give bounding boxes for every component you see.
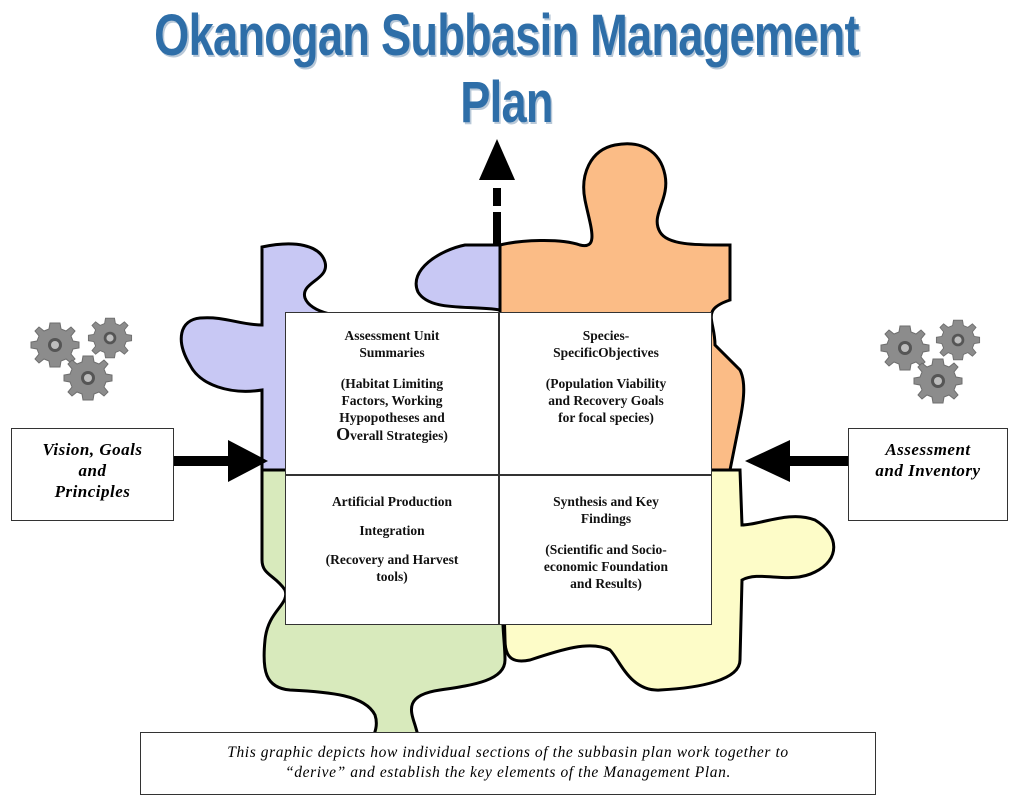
arrow-up-icon: [479, 139, 515, 244]
heading-line: Findings: [580, 511, 632, 526]
body-line: Factors, Working: [341, 393, 443, 408]
gear-cluster-left-icon: [30, 317, 133, 401]
box-line: Assessment: [885, 440, 971, 459]
heading-line: SpecificObjectives: [553, 345, 659, 360]
body-line: and Results): [570, 576, 642, 591]
body-line: for focal species): [558, 410, 654, 425]
drop-letter: O: [336, 424, 351, 444]
heading-line: Synthesis and Key: [553, 494, 659, 509]
body-text: verall Strategies): [350, 428, 448, 443]
assessment-inventory-box: Assessment and Inventory: [848, 428, 1008, 521]
body-line: (Habitat Limiting: [340, 376, 444, 391]
arrow-right-icon: [172, 440, 268, 482]
body-line: and Recovery Goals: [548, 393, 664, 408]
vision-goals-box: Vision, Goals and Principles: [11, 428, 174, 521]
heading-line: Summaries: [359, 345, 425, 360]
heading-line: Species-: [582, 328, 630, 343]
page-title: Okanogan Subbasin Management Plan: [154, 3, 859, 135]
box-line: Vision, Goals: [42, 440, 143, 459]
body-line: Overall Strategies): [294, 424, 490, 444]
caption-line: This graphic depicts how individual sect…: [227, 744, 789, 761]
gear-cluster-right-icon: [880, 319, 981, 404]
box-line: and Inventory: [875, 461, 981, 480]
body-line: Hypopotheses and: [339, 410, 445, 425]
body-line: (Population Viability: [545, 376, 667, 391]
caption-line: “derive” and establish the key elements …: [285, 764, 731, 781]
heading-line: Integration: [359, 523, 425, 538]
heading-line: Artificial Production: [331, 494, 453, 509]
quadrant-artificial-production: Artificial Production Integration (Recov…: [286, 493, 498, 585]
divider-vertical: [498, 313, 500, 624]
quadrant-assessment-unit: Assessment Unit Summaries (Habitat Limit…: [286, 327, 498, 444]
box-line: Principles: [54, 482, 131, 501]
body-line: economic Foundation: [543, 559, 669, 574]
quadrant-species-objectives: Species- SpecificObjectives (Population …: [499, 327, 713, 426]
caption: This graphic depicts how individual sect…: [140, 732, 876, 795]
quadrant-synthesis: Synthesis and Key Findings (Scientific a…: [499, 493, 713, 592]
heading-line: Assessment Unit: [344, 328, 440, 343]
body-line: (Scientific and Socio-: [545, 542, 667, 557]
body-line: tools): [376, 569, 408, 584]
divider-horizontal: [286, 474, 711, 476]
center-grid: Assessment Unit Summaries (Habitat Limit…: [285, 312, 712, 625]
box-line: and: [78, 461, 107, 480]
arrow-left-icon: [745, 440, 848, 482]
body-line: (Recovery and Harvest: [325, 552, 459, 567]
